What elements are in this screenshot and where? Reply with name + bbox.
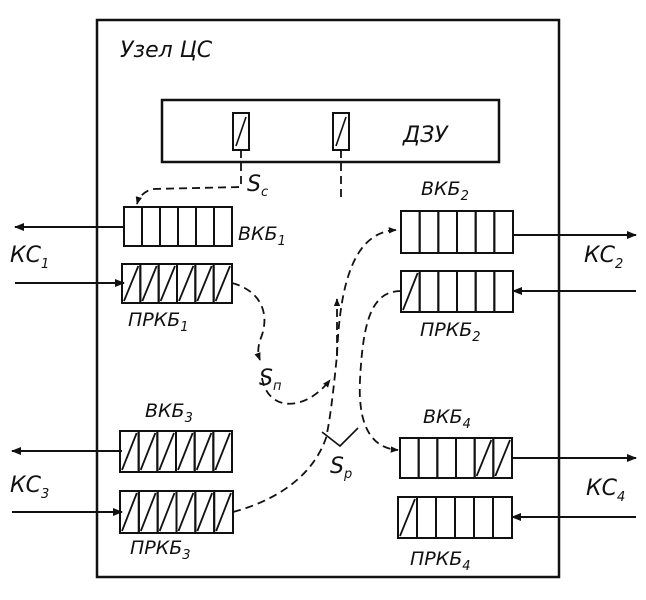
- kc1-label: КС1: [10, 243, 49, 272]
- vkb1-cell: [177, 206, 197, 247]
- vkb3-cell-fill-mark: [139, 432, 157, 471]
- storage-cell-left: [232, 112, 250, 151]
- prkb3-label: ПРКБ3: [130, 537, 191, 563]
- vkb3-cell-fill-mark: [195, 432, 213, 471]
- sc-label: Sc: [247, 172, 268, 200]
- buffer-vkb1: [123, 206, 233, 247]
- vkb3-cell-fill-mark: [158, 432, 175, 471]
- buffer-vkb4: [399, 437, 514, 479]
- prkb2-label: ПРКБ2: [420, 319, 481, 345]
- kc3-label: КС3: [10, 473, 49, 502]
- prkb1-to-sn-flow: [231, 282, 266, 361]
- sp-label: Sp: [330, 454, 352, 482]
- vkb1-cell: [123, 206, 143, 247]
- storage-cell-right: [332, 112, 350, 151]
- prkb3-to-route-flow: [232, 354, 338, 513]
- node-title: Узел ЦС: [120, 38, 213, 63]
- prkb4-cell: [416, 496, 437, 539]
- prkb1-cell-fill-mark: [196, 265, 213, 302]
- prkb2-cell: [418, 270, 440, 313]
- prkb2-cell: [456, 270, 477, 313]
- vkb4-cell-fill-mark: [494, 439, 511, 477]
- vkb2-cell: [437, 210, 459, 254]
- prkb2-cell: [437, 270, 459, 313]
- prkb3-cell-fill-mark: [177, 492, 195, 532]
- sp-switch-mark: [321, 427, 359, 448]
- sn-to-switch-flow: [261, 377, 331, 405]
- vkb1-cell: [195, 206, 215, 247]
- vkb2-cell: [456, 210, 477, 254]
- prkb1-cell-fill-mark: [178, 265, 195, 302]
- vkb4-cell: [399, 437, 420, 479]
- vkb4-cell: [436, 437, 458, 479]
- storage-box: [160, 98, 501, 164]
- vkb2-label: ВКБ2: [421, 178, 469, 204]
- prkb4-cell: [454, 496, 475, 539]
- prkb2-to-vkb4-flow: [358, 290, 402, 453]
- prkb4-cell: [435, 496, 456, 539]
- vkb1-cell: [141, 206, 161, 247]
- prkb3-cell-fill-mark: [158, 492, 176, 532]
- prkb4-cell: [492, 496, 513, 539]
- buffer-prkb4: [397, 496, 513, 539]
- prkb1-label: ПРКБ1: [128, 309, 189, 335]
- prkb2-cell: [493, 270, 515, 313]
- vkb1-label: ВКБ1: [238, 223, 286, 249]
- vkb3-cell: [212, 430, 233, 473]
- prkb1-cell-fill-mark: [141, 265, 158, 302]
- buffer-vkb3: [119, 430, 233, 473]
- buffer-prkb3: [119, 490, 235, 534]
- kc2-label: КС2: [584, 243, 623, 272]
- vkb4-label: ВКБ4: [423, 406, 471, 432]
- vkb4-cell: [455, 437, 476, 479]
- node-frame: [95, 18, 561, 579]
- prkb3-cell-fill-mark: [196, 492, 214, 532]
- storage-label: ДЗУ: [402, 123, 449, 148]
- vkb2-cell: [418, 210, 440, 254]
- route-to-vkb2-flow: [336, 227, 397, 356]
- vkb4-cell-fill-mark: [475, 439, 493, 477]
- prkb4-cell-fill-mark: [399, 498, 416, 537]
- sn-label: Sп: [259, 366, 282, 394]
- prkb2-cell-fill-mark: [402, 272, 419, 311]
- vkb3-cell-fill-mark: [214, 432, 231, 471]
- prkb1-cell-fill-mark: [123, 265, 140, 302]
- prkb3-cell-fill-mark: [121, 492, 138, 532]
- buffer-vkb2: [400, 210, 515, 254]
- kc4-label: КС4: [586, 476, 625, 505]
- vkb3-label: ВКБ3: [145, 400, 193, 426]
- vkb1-cell: [213, 206, 233, 247]
- sc-flow-to-vkb1: [135, 150, 242, 205]
- prkb1-cell-fill-mark: [159, 265, 176, 302]
- vkb2-cell: [493, 210, 515, 254]
- vkb2-cell: [400, 210, 421, 254]
- vkb1-cell: [159, 206, 179, 247]
- vkb3-cell-fill-mark: [121, 432, 138, 471]
- prkb3-cell-fill-mark: [215, 492, 232, 532]
- vkb2-cell: [474, 210, 496, 254]
- prkb4-label: ПРКБ4: [410, 548, 471, 574]
- vkb4-cell: [417, 437, 439, 479]
- prkb3-cell-fill-mark: [139, 492, 157, 532]
- buffer-prkb1: [121, 263, 234, 304]
- buffer-prkb2: [400, 270, 515, 313]
- prkb2-cell: [474, 270, 496, 313]
- prkb4-cell: [473, 496, 494, 539]
- prkb1-cell-fill-mark: [214, 265, 231, 302]
- vkb3-cell-fill-mark: [177, 432, 194, 471]
